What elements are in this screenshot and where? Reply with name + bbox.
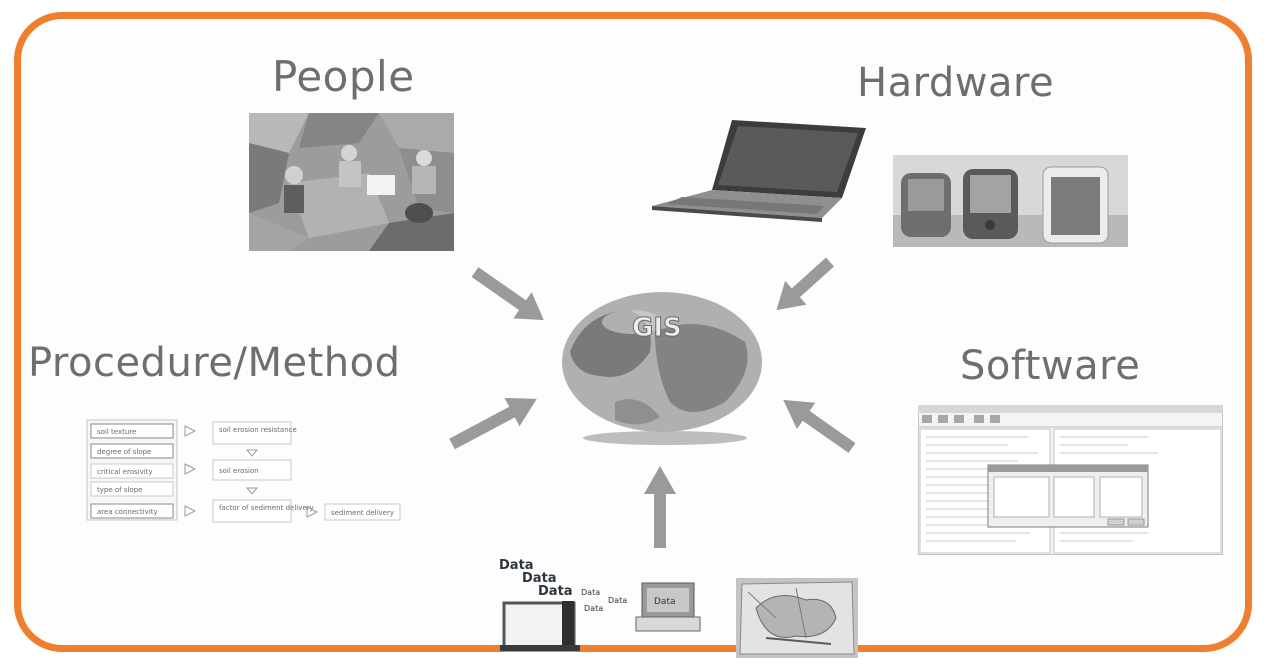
laptop-image — [652, 118, 868, 224]
flow-box-label: area connectivity — [97, 508, 158, 516]
data-word: Data — [499, 558, 534, 573]
flow-box-label: soil erosion resistance — [219, 426, 297, 434]
people-label: People — [272, 52, 415, 101]
flow-box-label: critical erosivity — [97, 468, 153, 476]
data-word: Data — [584, 604, 603, 613]
procedure-flowchart: soil texture degree of slope critical er… — [85, 418, 405, 528]
people-image — [249, 113, 454, 251]
arrow-from-procedure — [449, 397, 537, 450]
data-word: Data — [608, 596, 627, 605]
flow-box-label: type of slope — [97, 486, 142, 494]
monitor-text: Data — [654, 597, 676, 607]
gis-text: GIS — [632, 313, 682, 343]
arrow-from-software — [783, 399, 856, 453]
flow-box-label: soil texture — [97, 428, 136, 436]
flow-box-label: degree of slope — [97, 448, 151, 456]
flow-box-label: sediment delivery — [331, 509, 394, 517]
handheld-devices-image — [893, 155, 1128, 247]
data-word: Data — [522, 571, 557, 586]
arrow-from-people — [471, 267, 544, 321]
arrow-from-data — [644, 466, 676, 548]
arrow-from-hardware — [776, 257, 835, 311]
software-screenshot — [918, 405, 1223, 555]
gis-globe: GIS — [560, 292, 770, 452]
data-word: Data — [538, 584, 573, 599]
map-image — [736, 578, 858, 658]
data-image: Data Data Data Data Data Data Data — [496, 555, 706, 652]
software-label: Software — [960, 343, 1141, 389]
data-word: Data — [581, 588, 600, 597]
procedure-label: Procedure/Method — [28, 340, 401, 386]
flow-box-label: factor of sediment delivery — [219, 504, 314, 512]
hardware-label: Hardware — [857, 60, 1055, 106]
flow-box-label: soil erosion — [219, 467, 259, 475]
